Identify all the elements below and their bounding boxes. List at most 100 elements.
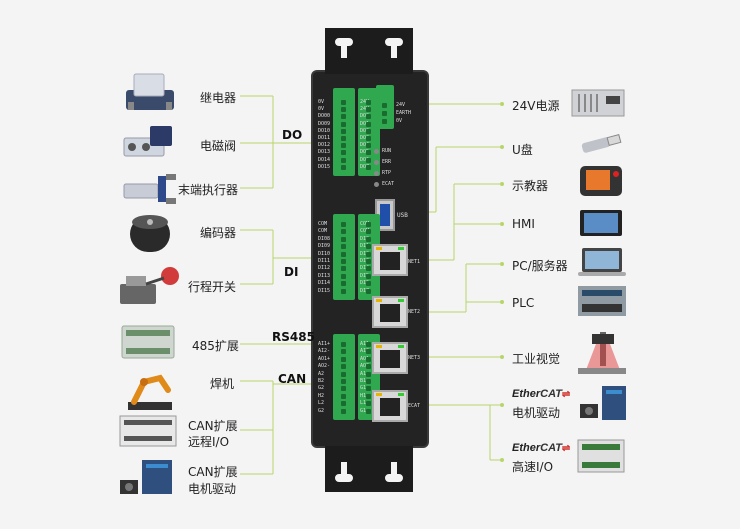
terminal-pin-label: DI14 [318,280,331,287]
terminal-screw [382,111,387,116]
terminal-screw [366,100,371,105]
terminal-pin-label: DI15 [318,287,331,294]
terminal-pin-label: DO12 [318,142,331,149]
terminal-pin-label: DO13 [318,149,331,156]
terminal-pin-label: 24V [396,102,406,108]
ethercat-io-icon [577,439,625,473]
terminal-pin-label: DO11 [318,135,331,141]
can-motor-label-2: 电机驱动 [188,482,237,496]
net3-port[interactable] [372,342,408,374]
terminal-screw [341,164,346,170]
terminal-pin-label: DI08 [318,235,331,242]
net3-label: NET3 [408,355,421,361]
terminal-screw [382,119,387,124]
can-remote-io-label-2: 远程I/O [188,435,230,449]
terminal-screw [341,121,346,127]
ecat-port[interactable] [372,390,408,422]
pendant-label: 示教器 [512,179,549,193]
terminal-screw [341,371,346,377]
terminal-pin-label: COM [360,221,370,227]
485-expansion-icon [121,325,175,359]
terminal-screw [366,408,371,414]
terminal-screw [366,393,371,399]
terminal-pin-label: DO5 [360,149,370,156]
terminal-screw [366,386,371,392]
terminal-pin-label: AO1+ [318,355,331,362]
power-supply-icon [571,89,625,117]
solenoid-label: 电磁阀 [200,139,237,153]
ethercat-logo-cat: CAT [540,442,562,454]
terminal-screw [366,259,371,264]
hmi-label: HMI [512,217,535,231]
terminal-screw [366,157,371,163]
power-label: 24V电源 [512,99,560,113]
terminal-screw [366,273,371,279]
terminal-screw [341,107,346,113]
terminal-pin-label: DO2 [360,127,370,134]
terminal-screw [341,222,346,227]
pc-label: PC/服务器 [512,259,568,273]
terminal-pin-label: G1 [360,385,367,392]
relay-icon [126,73,174,110]
terminal-screw [341,356,346,362]
ethercat-io-label: 高速I/O [512,460,554,474]
net2-port[interactable] [372,296,408,328]
terminal-screw [366,164,371,170]
terminal-screw [341,349,346,355]
terminal-pin-label: DO10 [318,127,331,134]
terminal-pin-label: DI5 [360,272,370,279]
teach-pendant-icon [580,166,622,196]
terminal-screw [341,259,346,264]
terminal-pin-label: DO0 [360,113,370,120]
relay-label: 继电器 [200,91,237,105]
terminal-screw [341,281,346,287]
terminal-screw [366,222,371,227]
terminal-pin-label: DO7 [360,163,370,170]
terminal-pin-label: EARTH [396,110,412,116]
terminal-pin-label: DI12 [318,265,331,272]
do-group-label: DO [282,128,303,142]
terminal-pin-label: DO15 [318,163,331,170]
terminal-pin-label: DO4 [360,142,370,149]
terminal-pin-label: DI09 [318,243,331,250]
terminal-pin-label: DI4 [360,265,370,272]
status-led [374,171,379,176]
terminal-screw [366,288,371,294]
terminal-screw [366,266,371,272]
terminal-screw [341,273,346,279]
terminal-pin-label: DO00 [318,113,331,120]
limit-switch-label: 行程开关 [188,280,237,294]
terminal-screw [366,356,371,362]
terminal-pin-label: COM [360,228,370,235]
terminal-screw [341,342,346,347]
terminal-screw [366,401,371,407]
terminal-pin-label: DO3 [360,135,370,141]
can-motor-driver-icon [120,460,172,494]
terminal-screw [341,393,346,399]
terminal-pin-label: DI0 [360,235,370,242]
limit-switch-icon [120,267,179,304]
terminal-screw [366,143,371,149]
terminal-pin-label: COM [318,221,328,227]
terminal-screw [366,349,371,355]
terminal-screw [341,157,346,163]
net2-label: NET2 [408,309,421,315]
terminal-screw [382,103,387,108]
terminal-screw [341,364,346,370]
net1-port[interactable] [372,244,408,276]
pc-server-icon [578,248,626,276]
status-led [374,160,379,165]
ethercat-motor-label: 电机驱动 [512,406,561,420]
terminal-pin-label: AI1+ [318,341,331,347]
udisk-label: U盘 [512,143,533,157]
terminal-screw [341,401,346,407]
net1-label: NET1 [408,259,421,265]
terminal-screw [341,386,346,392]
terminal-screw [341,236,346,242]
terminal-pin-label: DI6 [360,280,370,287]
terminal-pin-label: H1 [360,392,367,399]
ecat-port-label: ECAT [408,403,421,409]
terminal-pin-label: AI2- [318,348,331,355]
terminal-screw [341,150,346,156]
terminal-screw [366,342,371,347]
